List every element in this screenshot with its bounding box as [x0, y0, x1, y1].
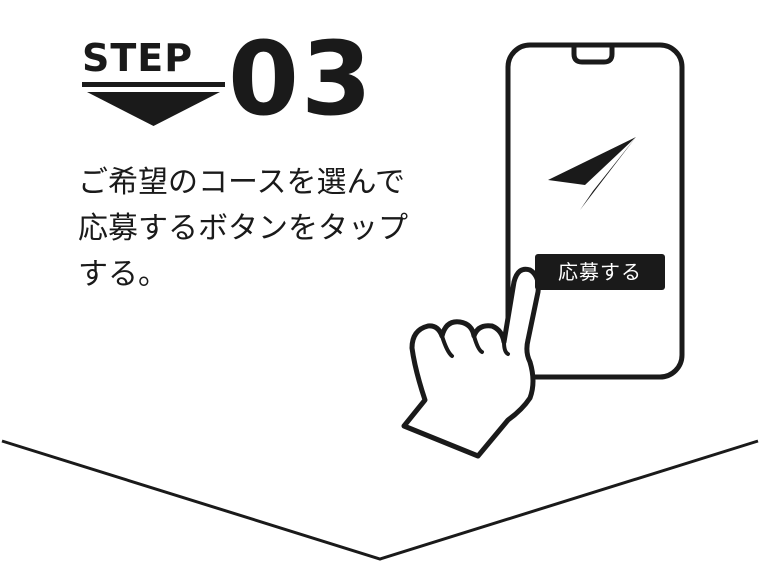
paper-plane-icon	[548, 137, 636, 210]
pointing-hand-icon	[401, 266, 541, 459]
smartphone-illustration	[401, 42, 685, 459]
step-label: STEP	[82, 36, 194, 80]
down-arrow-icon	[82, 82, 225, 126]
smartphone-icon	[505, 42, 685, 380]
apply-button[interactable]: 応募する	[535, 254, 665, 290]
description-line: 応募するボタンをタップ	[78, 211, 408, 246]
step-description: ご希望のコースを選んで 応募するボタンをタップ する。	[78, 160, 458, 298]
description-line: する。	[78, 257, 168, 292]
step-number: 03	[228, 20, 374, 139]
description-line: ご希望のコースを選んで	[78, 165, 405, 200]
